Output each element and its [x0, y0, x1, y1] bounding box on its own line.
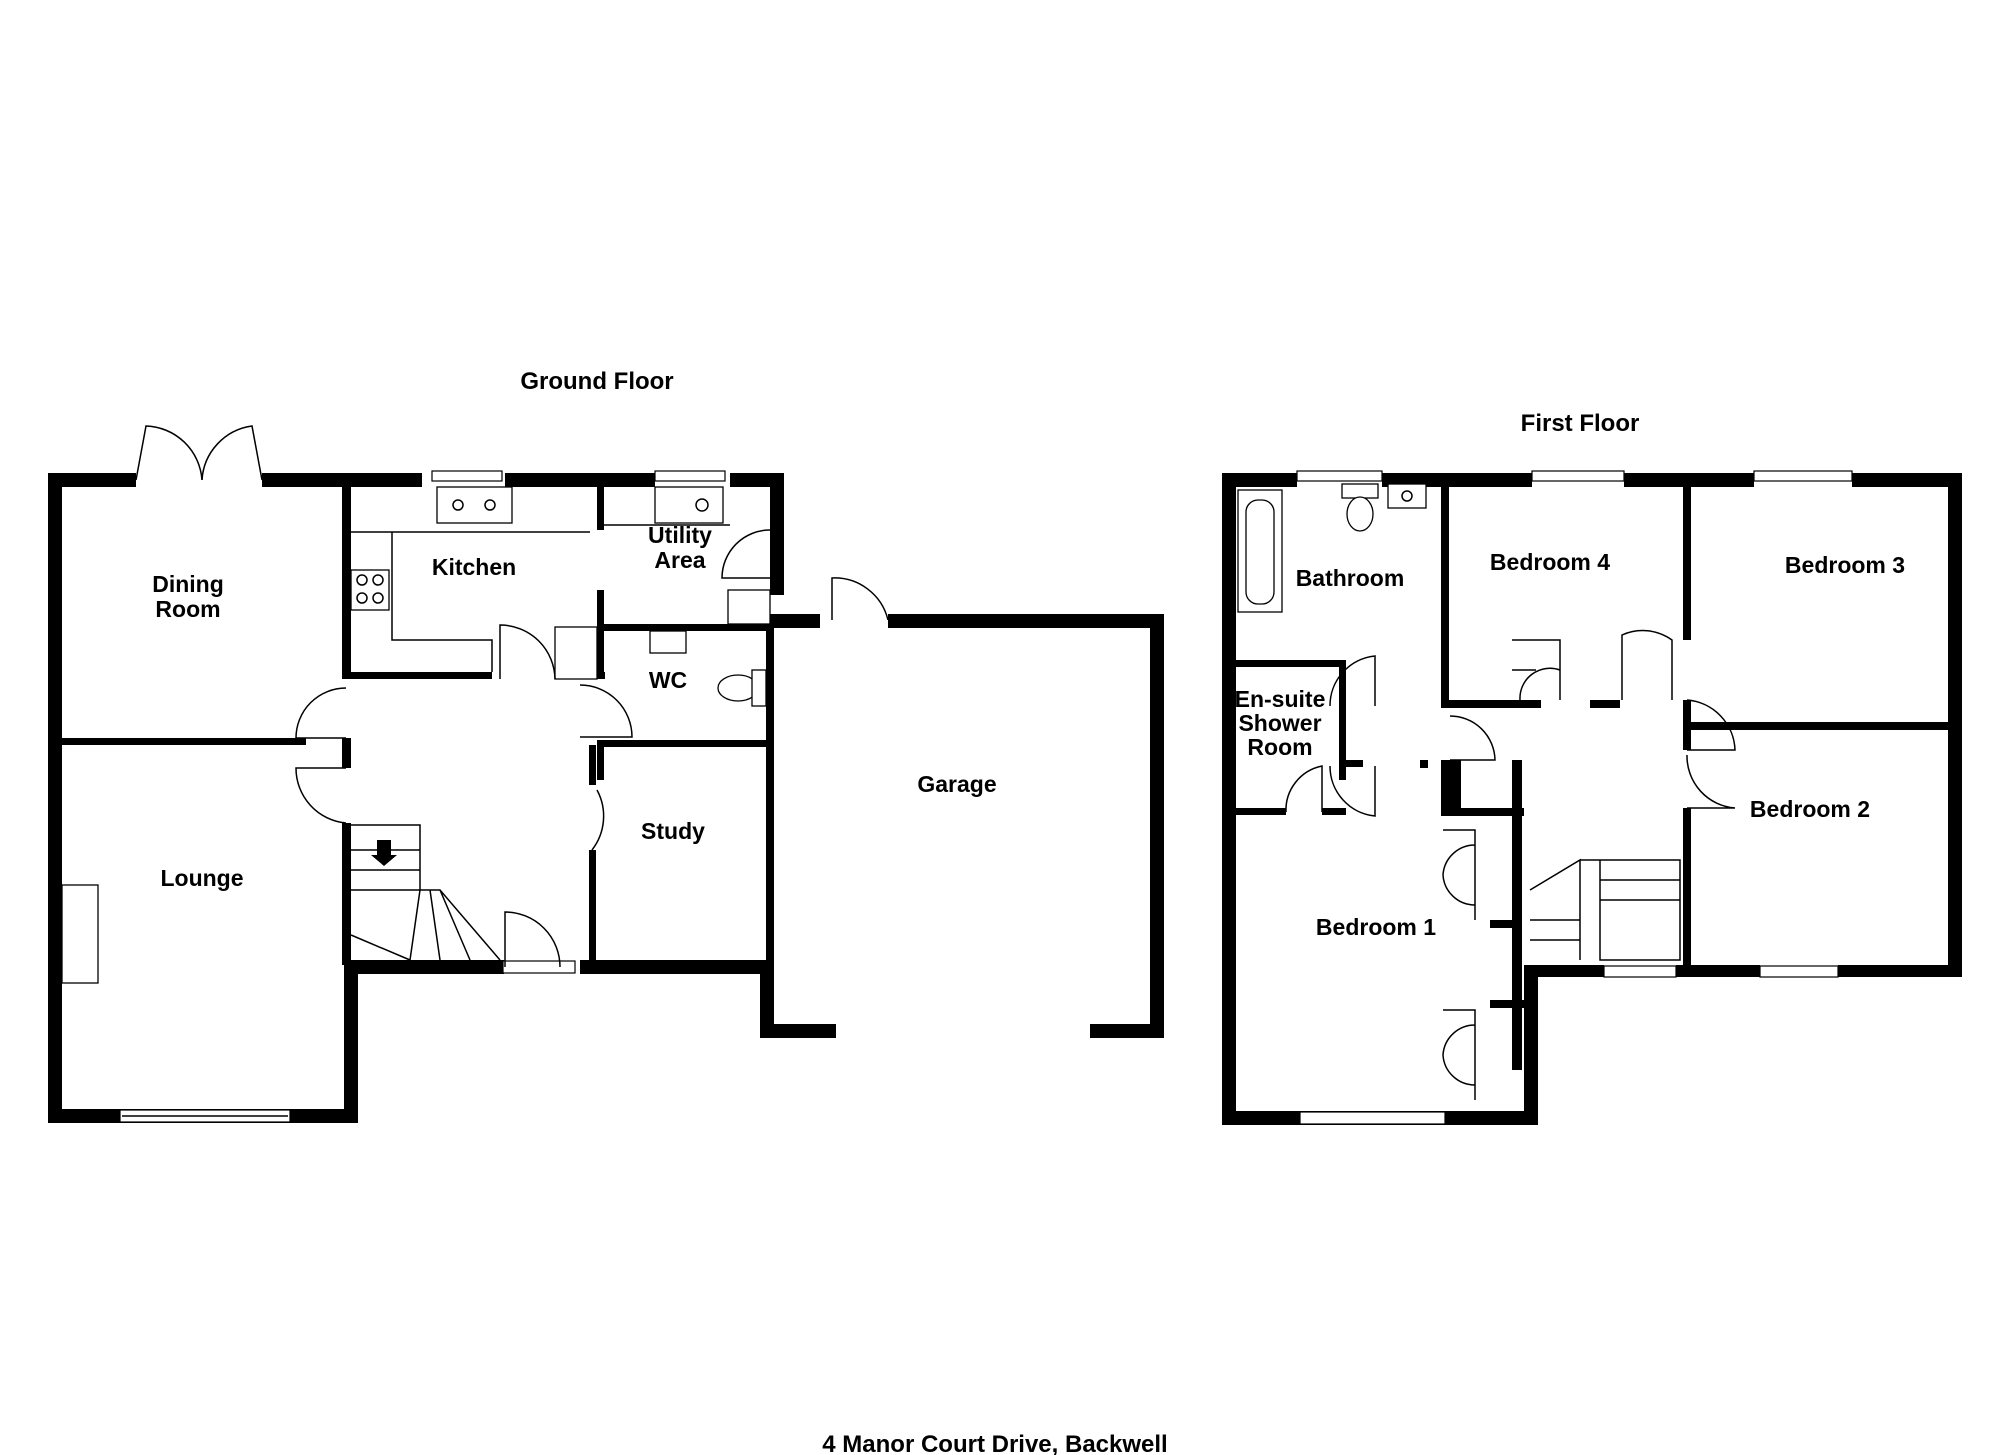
first-floor-title: First Floor: [1521, 410, 1640, 437]
room-label-wc: WC: [649, 667, 687, 693]
room-label-dining: Dining: [152, 571, 224, 597]
ground-floor-plan: [48, 425, 1164, 1123]
room-label-utility: Utility: [648, 522, 712, 548]
room-label-kitchen: Kitchen: [432, 554, 516, 580]
first-floor-plan: [1222, 470, 1962, 1125]
room-label-bedroom-3: Bedroom 3: [1785, 552, 1905, 578]
property-address: 4 Manor Court Drive, Backwell: [822, 1431, 1167, 1455]
room-label-bedroom-4: Bedroom 4: [1490, 549, 1610, 575]
room-label-utility-line2: Area: [654, 547, 705, 573]
room-label-ensuite: En-suite: [1235, 686, 1326, 712]
ground-floor-title: Ground Floor: [520, 368, 673, 395]
room-label-ensuite-line3: Room: [1247, 734, 1312, 760]
room-label-lounge: Lounge: [160, 865, 243, 891]
room-label-study: Study: [641, 818, 705, 844]
room-label-dining-line2: Room: [155, 596, 220, 622]
room-label-ensuite-line2: Shower: [1238, 710, 1321, 736]
room-label-bedroom-2: Bedroom 2: [1750, 796, 1870, 822]
room-label-bedroom-1: Bedroom 1: [1316, 914, 1436, 940]
room-label-bathroom: Bathroom: [1296, 565, 1405, 591]
room-label-garage: Garage: [917, 771, 996, 797]
